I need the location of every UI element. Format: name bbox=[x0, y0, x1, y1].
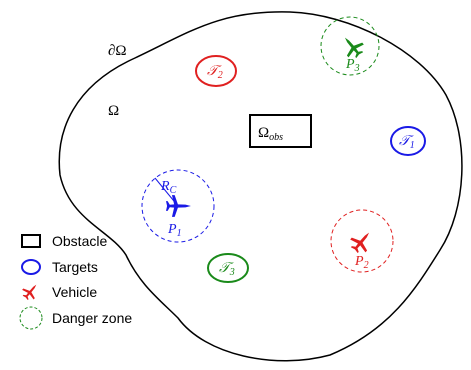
legend-targets-label: Targets bbox=[52, 259, 98, 275]
obstacle-rect bbox=[249, 114, 312, 148]
target-label-2: 𝒯2 bbox=[207, 64, 223, 81]
target-ellipse-2 bbox=[195, 55, 237, 87]
boundary-label: ∂Ω bbox=[108, 43, 127, 59]
domain-boundary bbox=[58, 11, 463, 362]
legend-danger-zone-icon bbox=[19, 306, 43, 330]
legend-target-icon bbox=[21, 259, 41, 275]
vehicle-label-1: P1 bbox=[167, 222, 182, 239]
target-label-1: 𝒯1 bbox=[399, 134, 415, 151]
vehicle-label-3: P3 bbox=[345, 57, 360, 74]
legend: Obstacle Targets Vehicle Danger zone bbox=[19, 233, 132, 330]
target-ellipse-1 bbox=[390, 126, 426, 156]
legend-vehicle-icon bbox=[19, 279, 43, 303]
legend-vehicle-label: Vehicle bbox=[52, 284, 97, 300]
obstacle-label: Ωobs bbox=[258, 125, 283, 143]
target-label-3: 𝒯3 bbox=[219, 261, 235, 278]
danger-zone-1 bbox=[141, 169, 215, 243]
target-ellipse-3 bbox=[207, 253, 249, 283]
airplane-icon bbox=[166, 195, 191, 217]
airplane-icon bbox=[346, 226, 377, 257]
legend-obstacle-label: Obstacle bbox=[52, 233, 107, 249]
danger-zone-2 bbox=[330, 209, 394, 273]
danger-zone-3 bbox=[320, 16, 380, 76]
legend-danger-zone-label: Danger zone bbox=[52, 310, 132, 326]
vehicle-label-2: P2 bbox=[354, 254, 369, 271]
radius-label: RC bbox=[160, 179, 177, 196]
region-label: Ω bbox=[108, 103, 119, 119]
legend-obstacle-icon bbox=[21, 234, 41, 248]
